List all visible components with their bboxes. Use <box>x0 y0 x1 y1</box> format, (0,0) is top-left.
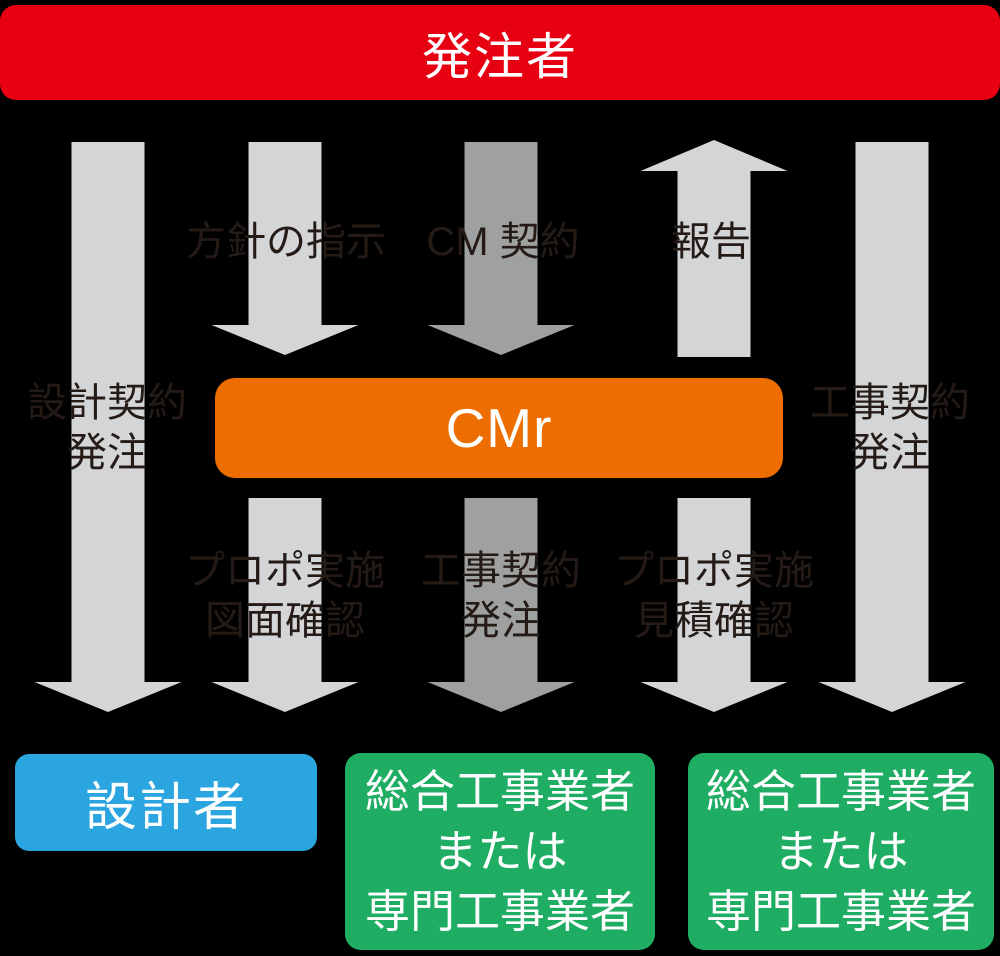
cmr-label: CMr <box>445 397 553 459</box>
arrow-design-contract-order <box>34 142 182 712</box>
arrow-report <box>640 140 788 357</box>
contractor-box-left: 総合工事業者 または 専門工事業者 <box>345 753 655 950</box>
contractor-box-right: 総合工事業者 または 専門工事業者 <box>688 753 994 950</box>
arrow-proposal-estimate-check <box>640 498 788 712</box>
construction-contract-order-label: 工事契約 発注 <box>810 381 970 475</box>
report-label: 報告 <box>671 220 751 264</box>
cm-contract-label: CM 契約 <box>426 220 580 264</box>
construction-contract-label: 工事契約 発注 <box>421 549 581 643</box>
designer-label: 設計者 <box>84 779 247 837</box>
arrow-construction-contract-order <box>818 142 966 712</box>
policy-instruction-label: 方針の指示 <box>186 220 386 264</box>
arrow-proposal-drawing-check <box>211 498 359 712</box>
proposal-estimate-check-label: プロポ実施 見積確認 <box>614 549 814 643</box>
arrow-cm-contract <box>427 142 575 355</box>
client-label: 発注者 <box>422 28 578 85</box>
client-box: 発注者 <box>0 5 1000 100</box>
arrow-policy-instruction <box>211 142 359 355</box>
cmr-box: CMr <box>215 378 783 478</box>
design-contract-order-label: 設計契約 発注 <box>27 381 187 475</box>
designer-box: 設計者 <box>15 754 317 851</box>
arrow-construction-contract <box>427 498 575 712</box>
proposal-drawing-check-label: プロポ実施 図面確認 <box>185 549 385 643</box>
